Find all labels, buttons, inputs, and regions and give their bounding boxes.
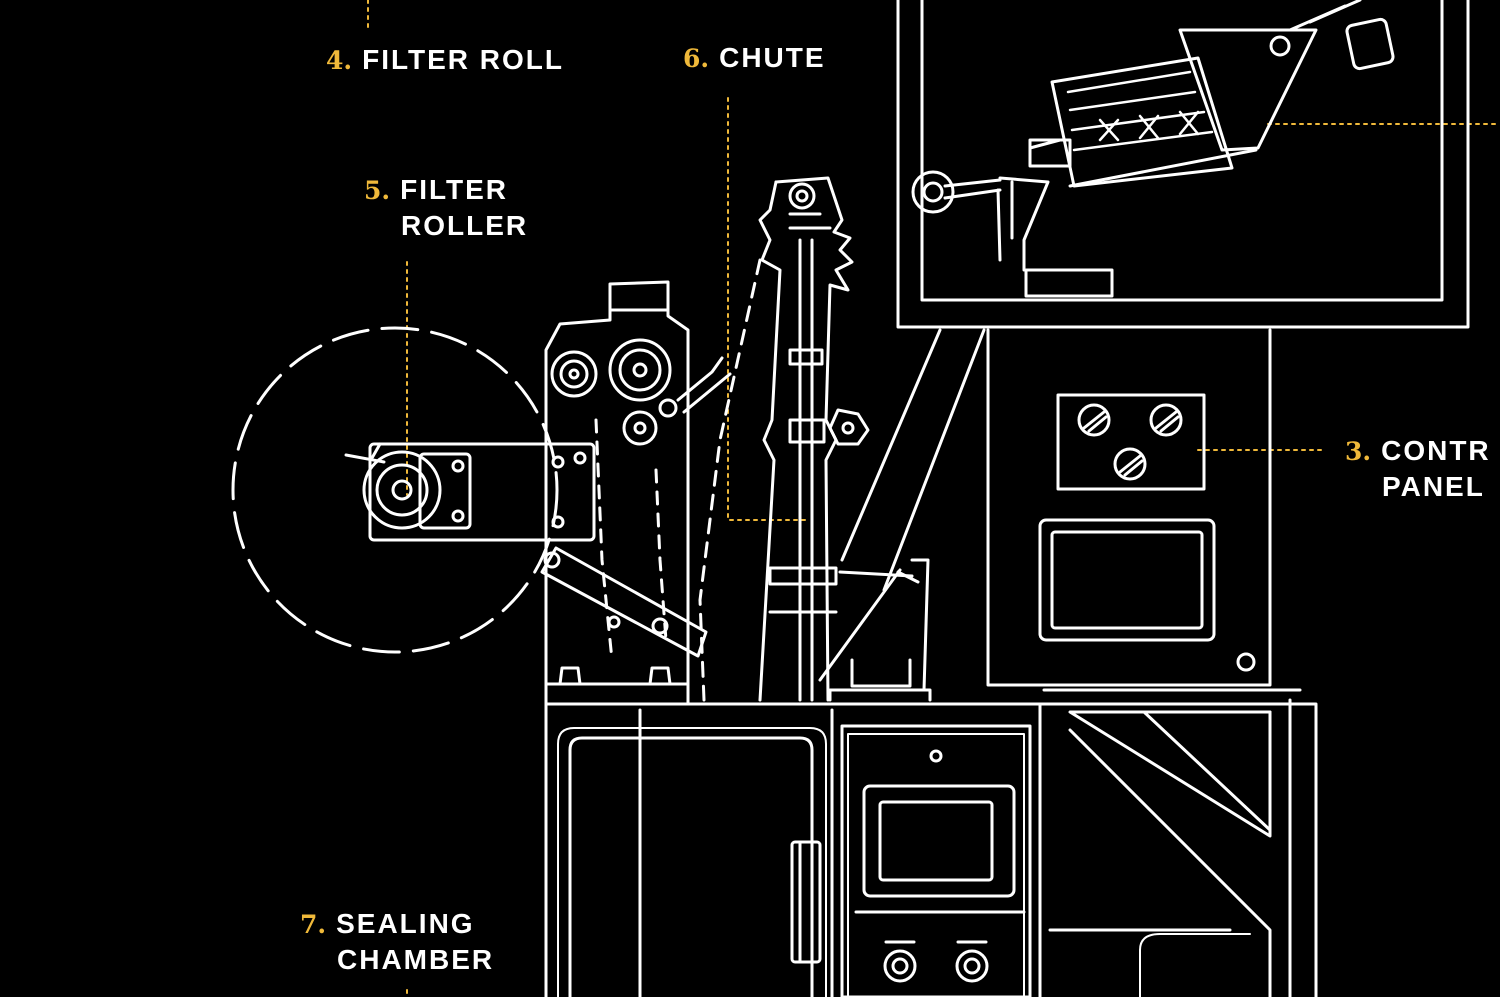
- leader-chute: [727, 97, 809, 521]
- label-filter-roller: 5. FILTER ROLLER: [364, 172, 528, 243]
- label-sealing-chamber: 7. SEALING CHAMBER: [300, 906, 494, 977]
- knob-2: [1149, 403, 1183, 437]
- label-text: FILTER ROLL: [362, 44, 565, 75]
- label-text: CONTR: [1381, 435, 1491, 466]
- label-number: 6.: [683, 44, 710, 73]
- chute-column: [698, 176, 870, 702]
- label-number: 4.: [326, 46, 353, 75]
- label-filter-roll: 4. FILTER ROLL: [326, 42, 564, 78]
- roller-tower: [540, 280, 732, 706]
- control-panel-housing: [840, 328, 1272, 687]
- label-number: 3.: [1345, 437, 1372, 466]
- label-text-line2: CHAMBER: [337, 944, 495, 975]
- label-chute: 6. CHUTE: [683, 40, 826, 76]
- filter-roll: [231, 326, 559, 654]
- lower-body: [544, 688, 1318, 997]
- label-text: FILTER: [400, 174, 509, 205]
- label-text: SEALING: [336, 908, 475, 939]
- knob-3: [1113, 447, 1147, 481]
- leader-lines: [367, 0, 1500, 997]
- chute-bracket: [818, 558, 932, 702]
- label-text-line2: ROLLER: [401, 210, 529, 241]
- label-number: 7.: [300, 910, 327, 939]
- label-number: 5.: [364, 176, 391, 205]
- knob-1: [1077, 403, 1111, 437]
- label-text-line2: PANEL: [1382, 471, 1485, 502]
- filter-roller-arm: [344, 442, 596, 542]
- label-control-panel: 3. CONTR PANEL: [1345, 433, 1491, 504]
- hopper-cabinet: [896, 0, 1470, 329]
- label-text: CHUTE: [719, 42, 826, 73]
